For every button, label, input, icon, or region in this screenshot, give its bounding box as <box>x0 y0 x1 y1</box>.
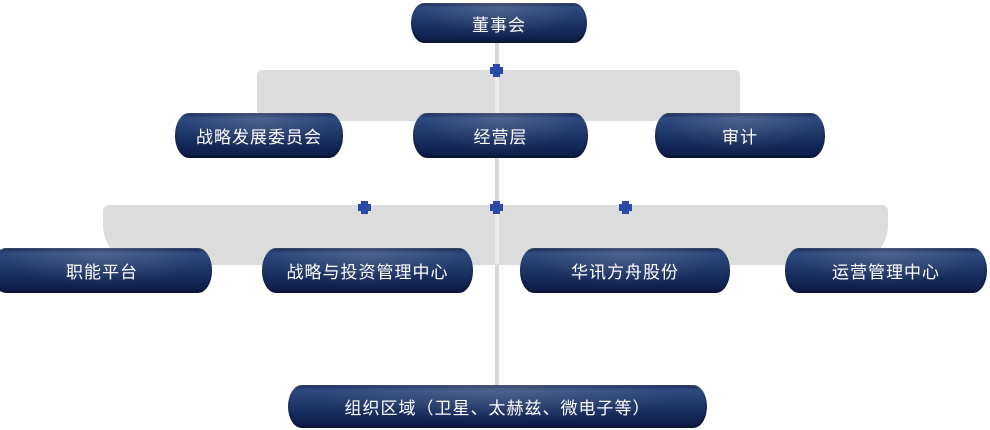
node-label: 经营层 <box>473 128 528 147</box>
node-operations-center: 运营管理中心 <box>785 248 987 293</box>
node-label: 职能平台 <box>66 263 138 282</box>
junction-plus-icon <box>490 201 503 214</box>
node-label: 审计 <box>722 128 758 147</box>
node-board: 董事会 <box>411 3 587 43</box>
node-label: 董事会 <box>472 15 526 35</box>
node-label: 战略与投资管理中心 <box>286 263 449 282</box>
node-org-regions: 组织区域（卫星、太赫兹、微电子等） <box>288 385 707 428</box>
node-audit: 审计 <box>655 113 825 158</box>
node-label: 组织区域（卫星、太赫兹、微电子等） <box>344 399 651 418</box>
junction-plus-icon <box>619 201 632 214</box>
node-functional-platform: 职能平台 <box>0 248 212 293</box>
node-huaxun-ark-shares: 华讯方舟股份 <box>520 248 730 293</box>
node-strategy-investment-center: 战略与投资管理中心 <box>262 248 473 293</box>
node-management: 经营层 <box>413 113 588 158</box>
junction-plus-icon <box>490 64 503 77</box>
node-label: 运营管理中心 <box>832 263 940 282</box>
node-label: 战略发展委员会 <box>196 128 322 147</box>
connector-line-management-to-regions <box>495 158 499 385</box>
connector-line-board-to-level2 <box>495 43 499 113</box>
node-label: 华讯方舟股份 <box>571 263 679 282</box>
junction-plus-icon <box>358 201 371 214</box>
node-strategy-committee: 战略发展委员会 <box>175 113 343 158</box>
